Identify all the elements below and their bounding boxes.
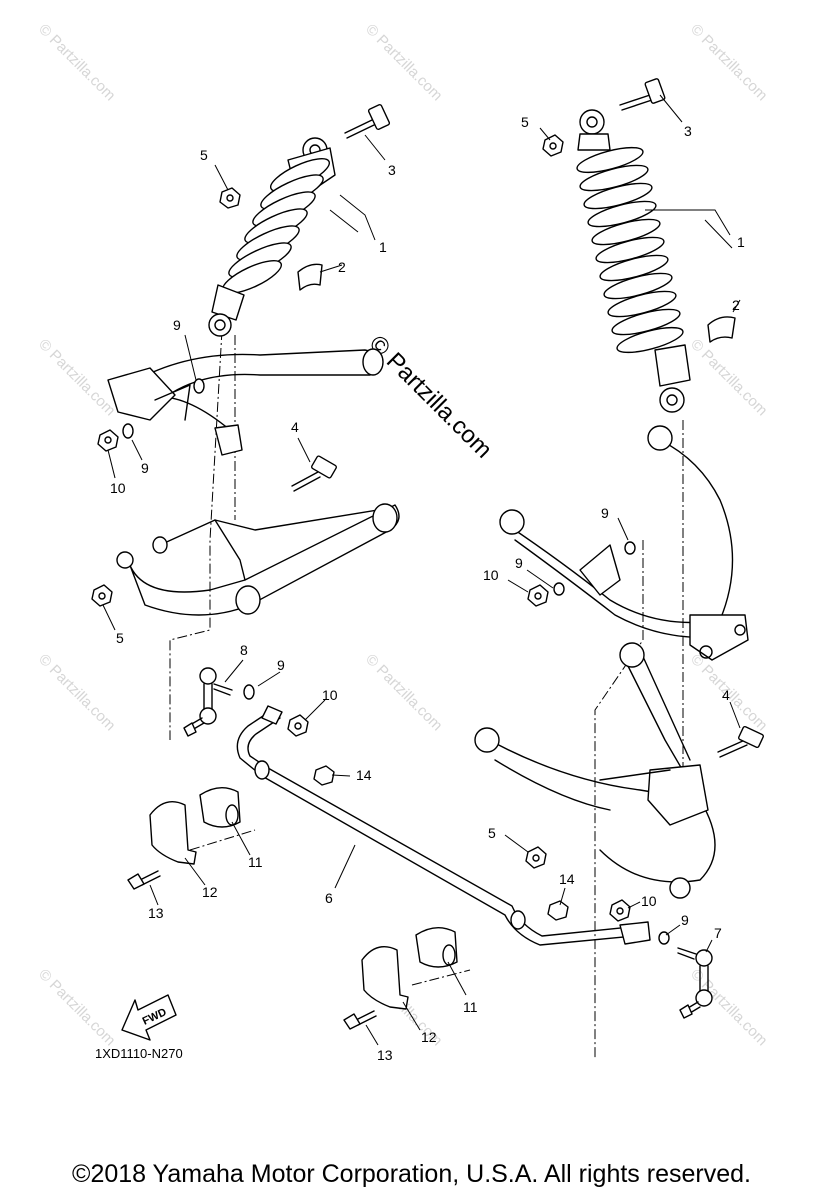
callout-9-link-right: 9 bbox=[681, 912, 689, 928]
stabilizer-link-7 bbox=[677, 947, 713, 1019]
callout-12-left: 12 bbox=[202, 884, 218, 900]
callout-4-right: 4 bbox=[722, 687, 730, 703]
watermark-2: © Partzilla.com bbox=[362, 21, 445, 104]
rubber-boot-right bbox=[707, 316, 736, 343]
leader-lines bbox=[102, 94, 741, 1046]
callout-13-left: 13 bbox=[148, 905, 164, 921]
fwd-arrow-icon: FWD bbox=[121, 994, 177, 1041]
callout-9-right-a: 9 bbox=[601, 505, 609, 521]
bushing-11-left bbox=[199, 787, 241, 828]
bolt-4-right bbox=[717, 725, 764, 758]
callout-10-right: 10 bbox=[483, 567, 499, 583]
watermark-4: © Partzilla.com bbox=[35, 336, 118, 419]
nut-5-upper-left bbox=[219, 187, 241, 209]
nut-10-link-left bbox=[287, 714, 309, 737]
bolt-4-left bbox=[291, 455, 337, 492]
watermark-5: © Partzilla.com bbox=[687, 336, 770, 419]
callout-12-right: 12 bbox=[421, 1029, 437, 1045]
callout-10-link-right: 10 bbox=[641, 893, 657, 909]
washer-9-right-b bbox=[553, 582, 565, 596]
callout-2-right: 2 bbox=[732, 297, 740, 313]
washer-9-link-left bbox=[243, 684, 255, 700]
nut-14-left bbox=[313, 765, 335, 786]
callout-9-right-b: 9 bbox=[515, 555, 523, 571]
watermark-9: © Partzilla.com bbox=[35, 966, 118, 1049]
callout-9-left-a: 9 bbox=[173, 317, 181, 333]
callout-13-right: 13 bbox=[377, 1047, 393, 1063]
shock-absorber-left bbox=[208, 137, 336, 337]
bolt-13-right bbox=[343, 1010, 377, 1030]
callout-11-right: 11 bbox=[463, 999, 478, 1015]
callout-14-right: 14 bbox=[559, 871, 575, 887]
watermark-3: © Partzilla.com bbox=[687, 21, 770, 104]
shock-spring-left bbox=[221, 158, 331, 294]
watermark-7: © Partzilla.com bbox=[362, 651, 445, 734]
callout-10-left: 10 bbox=[110, 480, 126, 496]
upper-arm-right bbox=[499, 425, 749, 661]
stabilizer-bar-6 bbox=[236, 705, 651, 946]
callout-9-link-left: 9 bbox=[277, 657, 285, 673]
lower-arm-left bbox=[116, 503, 400, 616]
lower-arm-right bbox=[474, 642, 716, 899]
shock-absorber-right bbox=[576, 109, 691, 413]
callout-11-left: 11 bbox=[248, 854, 263, 870]
rubber-boot-left bbox=[297, 263, 323, 291]
callout-2-left: 2 bbox=[338, 259, 346, 275]
washer-9-left-a bbox=[193, 378, 205, 394]
callout-10-link-left: 10 bbox=[322, 687, 338, 703]
upper-arm-left bbox=[107, 348, 384, 456]
callout-5-lower-right: 5 bbox=[488, 825, 496, 841]
washer-9-left-b bbox=[122, 423, 134, 439]
bracket-12-left bbox=[149, 801, 197, 865]
nut-5-lower-right bbox=[525, 846, 547, 869]
watermarks: © Partzilla.com © Partzilla.com © Partzi… bbox=[35, 21, 770, 1049]
callout-1-left: 1 bbox=[379, 239, 387, 255]
callout-labels: 1 2 3 5 9 9 10 4 5 1 2 3 5 9 9 10 4 5 8 … bbox=[110, 114, 745, 1063]
watermark-center: © Partzilla.com bbox=[364, 330, 497, 463]
diagram-code: 1XD1110-N270 bbox=[95, 1046, 183, 1061]
callout-9-left-b: 9 bbox=[141, 460, 149, 476]
shock-spring-right bbox=[576, 146, 684, 354]
callout-14-left: 14 bbox=[356, 767, 372, 783]
callout-3-right: 3 bbox=[684, 123, 692, 139]
watermark-1: © Partzilla.com bbox=[35, 21, 118, 104]
bolt-3-left bbox=[344, 104, 391, 139]
callout-5-upper-left: 5 bbox=[200, 147, 208, 163]
callout-4-left: 4 bbox=[291, 419, 299, 435]
bolt-13-left bbox=[127, 870, 161, 890]
nut-10-right bbox=[527, 584, 549, 607]
callout-8: 8 bbox=[240, 642, 248, 658]
nut-10-link-right bbox=[609, 899, 631, 922]
callout-3-left: 3 bbox=[388, 162, 396, 178]
callout-7: 7 bbox=[714, 925, 722, 941]
callout-1-right: 1 bbox=[737, 234, 745, 250]
callout-6: 6 bbox=[325, 890, 333, 906]
nut-5-upper-right bbox=[542, 134, 564, 157]
nut-5-lower-left bbox=[91, 584, 113, 607]
bracket-12-right bbox=[361, 946, 409, 1010]
nut-10-left bbox=[97, 429, 119, 452]
washer-9-right-a bbox=[624, 541, 636, 555]
stabilizer-link-8 bbox=[183, 667, 233, 737]
callout-5-upper-right: 5 bbox=[521, 114, 529, 130]
nut-14-right bbox=[547, 900, 569, 921]
bolt-3-right bbox=[619, 78, 666, 111]
copyright-notice: ©2018 Yamaha Motor Corporation, U.S.A. A… bbox=[72, 1160, 751, 1188]
callout-5-lower-left: 5 bbox=[116, 630, 124, 646]
watermark-6: © Partzilla.com bbox=[35, 651, 118, 734]
bushing-11-right bbox=[415, 927, 458, 968]
